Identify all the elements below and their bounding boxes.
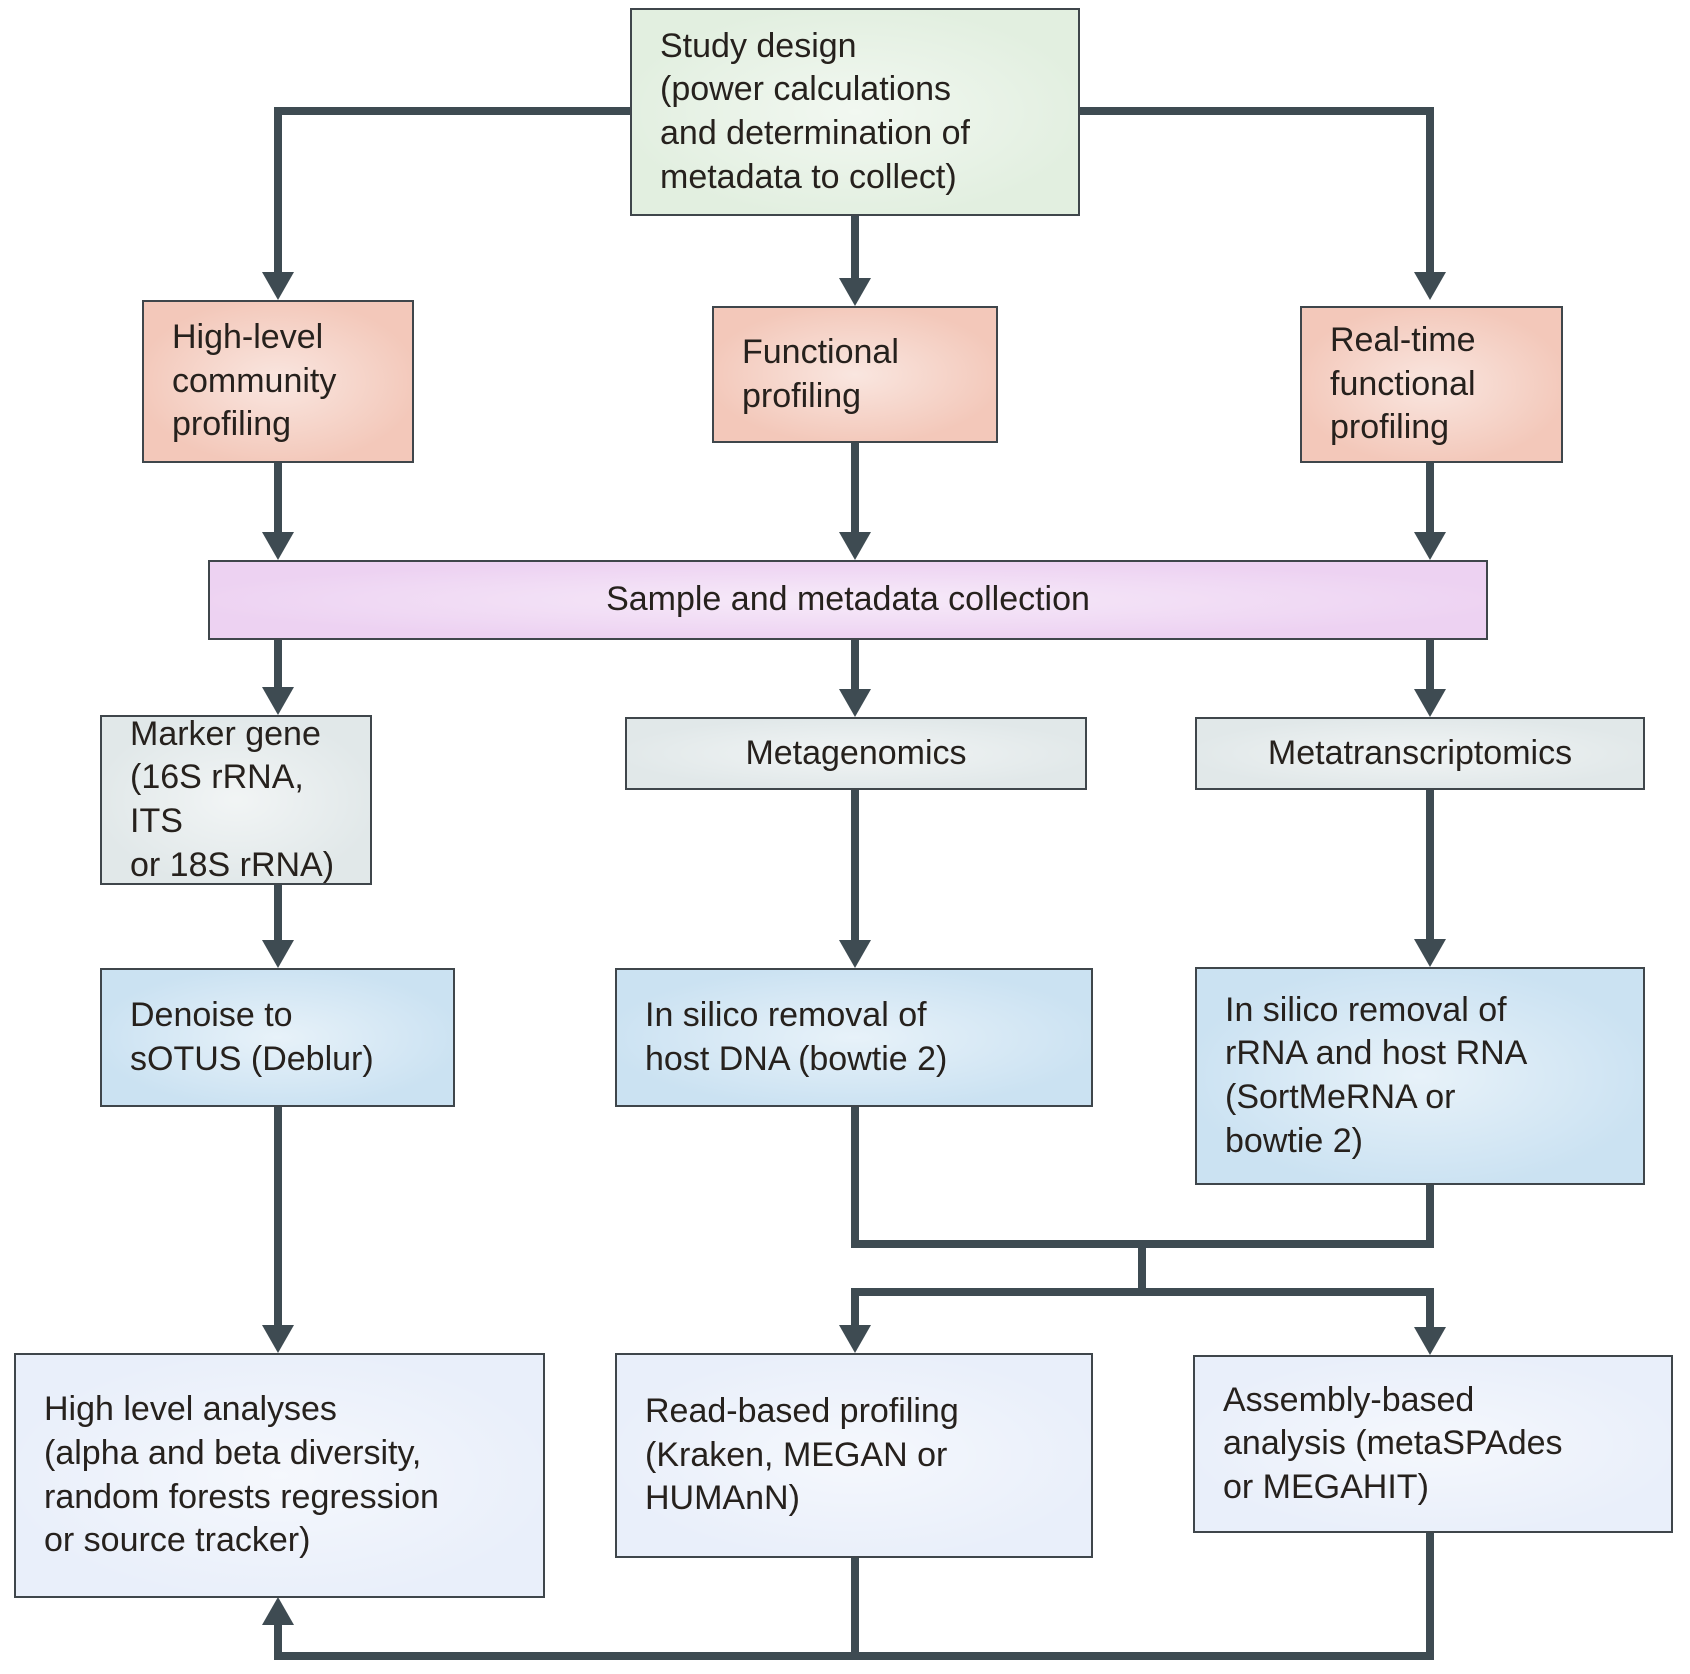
node-read-based-profiling: Read-based profiling (Kraken, MEGAN or H… bbox=[615, 1353, 1093, 1558]
connector-bottom-line-up bbox=[274, 1625, 282, 1652]
assembly-based-analysis-label: Assembly-based analysis (metaSPAdes or M… bbox=[1223, 1380, 1563, 1506]
arrowhead-left-into-collection bbox=[262, 532, 294, 560]
connector-functional-to-collection bbox=[851, 443, 859, 532]
connector-real-time-to-collection bbox=[1426, 463, 1434, 532]
node-marker-gene: Marker gene (16S rRNA, ITS or 18S rRNA) bbox=[100, 715, 372, 885]
connector-metagenomics-to-host-dna-removal bbox=[851, 790, 859, 940]
high-level-community-profiling-label: High-level community profiling bbox=[172, 318, 337, 444]
connector-split-to-read-based bbox=[851, 1296, 859, 1325]
connector-read-based-to-bottom-line bbox=[851, 1558, 859, 1660]
connector-collection-to-metatranscriptomics bbox=[1426, 640, 1434, 689]
arrowhead-into-metatranscriptomics bbox=[1414, 689, 1446, 717]
arrowhead-into-assembly-based bbox=[1414, 1327, 1446, 1355]
in-silico-removal-rrna-host-rna-label: In silico removal of rRNA and host RNA (… bbox=[1225, 990, 1528, 1160]
connector-marker-gene-to-denoise bbox=[274, 885, 282, 940]
arrowhead-into-high-level-analyses bbox=[262, 1325, 294, 1353]
arrowhead-into-read-based bbox=[839, 1325, 871, 1353]
read-based-profiling-label: Read-based profiling (Kraken, MEGAN or H… bbox=[645, 1392, 959, 1518]
node-sample-and-metadata-collection: Sample and metadata collection bbox=[208, 560, 1488, 640]
connector-high-level-to-collection bbox=[274, 463, 282, 532]
connector-study-to-right bbox=[1080, 107, 1434, 115]
arrowhead-into-high-level-profiling bbox=[262, 272, 294, 300]
arrowhead-into-host-dna-removal bbox=[839, 940, 871, 968]
node-assembly-based-analysis: Assembly-based analysis (metaSPAdes or M… bbox=[1193, 1355, 1673, 1533]
metatranscriptomics-label: Metatranscriptomics bbox=[1267, 733, 1573, 772]
split-horizontal-line bbox=[851, 1288, 1434, 1296]
connector-collection-to-marker-gene bbox=[274, 640, 282, 687]
arrowhead-into-denoise bbox=[262, 940, 294, 968]
arrowhead-into-marker-gene bbox=[262, 687, 294, 715]
arrowhead-into-functional-profiling bbox=[839, 278, 871, 306]
node-high-level-community-profiling: High-level community profiling bbox=[142, 300, 414, 463]
connector-study-to-functional bbox=[851, 216, 859, 278]
connector-left-column-down bbox=[274, 107, 282, 272]
node-denoise-to-sotus: Denoise to sOTUS (Deblur) bbox=[100, 968, 455, 1107]
connector-study-to-left bbox=[274, 107, 634, 115]
denoise-to-sotus-label: Denoise to sOTUS (Deblur) bbox=[130, 995, 374, 1078]
marker-gene-label: Marker gene (16S rRNA, ITS or 18S rRNA) bbox=[130, 714, 335, 884]
node-metagenomics: Metagenomics bbox=[625, 717, 1087, 790]
connector-split-to-assembly-based bbox=[1426, 1296, 1434, 1327]
node-functional-profiling: Functional profiling bbox=[712, 306, 998, 443]
arrowhead-up-into-high-level-analyses bbox=[262, 1597, 294, 1625]
node-study-design: Study design (power calculations and det… bbox=[630, 8, 1080, 216]
connector-right-column-down bbox=[1426, 107, 1434, 272]
metagenomics-label: Metagenomics bbox=[745, 733, 967, 772]
connector-denoise-to-high-level-analyses bbox=[274, 1107, 282, 1325]
arrowhead-right-into-collection bbox=[1414, 532, 1446, 560]
in-silico-removal-host-dna-label: In silico removal of host DNA (bowtie 2) bbox=[645, 995, 948, 1078]
node-in-silico-removal-host-dna: In silico removal of host DNA (bowtie 2) bbox=[615, 968, 1093, 1107]
merge-center-stub bbox=[1138, 1248, 1146, 1288]
real-time-functional-profiling-label: Real-time functional profiling bbox=[1330, 321, 1476, 447]
connector-metatranscriptomics-to-rrna-removal bbox=[1426, 790, 1434, 939]
connector-collection-to-metagenomics bbox=[851, 640, 859, 689]
node-in-silico-removal-rrna-host-rna: In silico removal of rRNA and host RNA (… bbox=[1195, 967, 1645, 1185]
connector-rrna-removal-to-merge bbox=[1426, 1185, 1434, 1248]
study-design-label: Study design (power calculations and det… bbox=[660, 26, 970, 196]
bottom-feedback-line bbox=[274, 1652, 1434, 1660]
node-high-level-analyses: High level analyses (alpha and beta dive… bbox=[14, 1353, 545, 1598]
node-real-time-functional-profiling: Real-time functional profiling bbox=[1300, 306, 1563, 463]
connector-assembly-based-to-bottom-line bbox=[1426, 1533, 1434, 1660]
high-level-analyses-label: High level analyses (alpha and beta dive… bbox=[44, 1390, 439, 1560]
arrowhead-into-rrna-removal bbox=[1414, 939, 1446, 967]
connector-host-dna-removal-to-merge bbox=[851, 1107, 859, 1248]
arrowhead-into-real-time-profiling bbox=[1414, 272, 1446, 300]
arrowhead-middle-into-collection bbox=[839, 532, 871, 560]
merge-horizontal-line bbox=[851, 1240, 1434, 1248]
arrowhead-into-metagenomics bbox=[839, 689, 871, 717]
functional-profiling-label: Functional profiling bbox=[742, 332, 899, 415]
node-metatranscriptomics: Metatranscriptomics bbox=[1195, 717, 1645, 790]
sample-and-metadata-collection-label: Sample and metadata collection bbox=[606, 580, 1090, 619]
